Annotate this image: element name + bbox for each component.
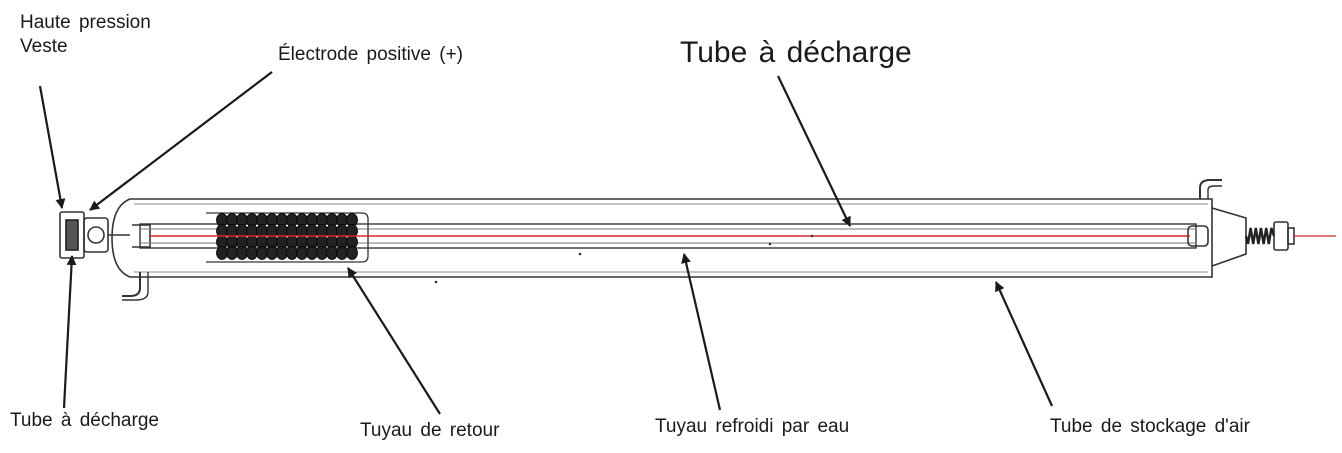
leader-arrows: [38, 71, 1054, 415]
coil-turn: [316, 246, 328, 260]
label-electrode-positive: Électrode positive (+): [278, 44, 463, 65]
label-tube-decharge-top: Tube à décharge: [680, 36, 912, 69]
label-haute-pression-line1: Haute pression: [20, 12, 151, 33]
coil-turn: [346, 246, 358, 260]
coil-turn: [326, 246, 338, 260]
output-spring: [1244, 227, 1276, 245]
coil-turn: [256, 246, 268, 260]
coil-turn: [236, 246, 248, 260]
arrow-tuyau-refroidi: [681, 253, 722, 411]
return-pipe-coil: [216, 213, 358, 260]
arrow-tuyau-retour: [347, 267, 441, 415]
tube-specks: [434, 234, 814, 284]
label-tuyau-retour: Tuyau de retour: [360, 420, 500, 441]
coil-turn: [246, 246, 258, 260]
high-voltage-jacket: [59, 211, 130, 259]
coil-turn: [336, 246, 348, 260]
label-haute-pression-line2: Veste: [20, 36, 68, 57]
arrow-tube-decharge-top: [777, 75, 851, 227]
arrow-tube-stockage: [994, 281, 1054, 407]
label-tuyau-refroidi: Tuyau refroidi par eau: [655, 416, 850, 437]
label-tube-stockage-air: Tube de stockage d'air: [1050, 416, 1250, 437]
arrow-haute-pression: [38, 85, 66, 209]
coil-turn: [306, 246, 318, 260]
coil-turn: [276, 246, 288, 260]
coil-turn: [286, 246, 298, 260]
output-cone: [1187, 207, 1295, 267]
spring-coil: [1244, 227, 1276, 245]
coil-turn: [216, 246, 228, 260]
coil-turn: [296, 246, 308, 260]
arrow-tube-decharge-bottom: [62, 255, 77, 409]
return-pipe-housing: [206, 212, 369, 263]
label-tube-decharge-bottom: Tube à décharge: [10, 410, 159, 431]
coil-turn: [266, 246, 278, 260]
coil-turn: [226, 246, 238, 260]
arrow-electrode: [89, 71, 273, 211]
